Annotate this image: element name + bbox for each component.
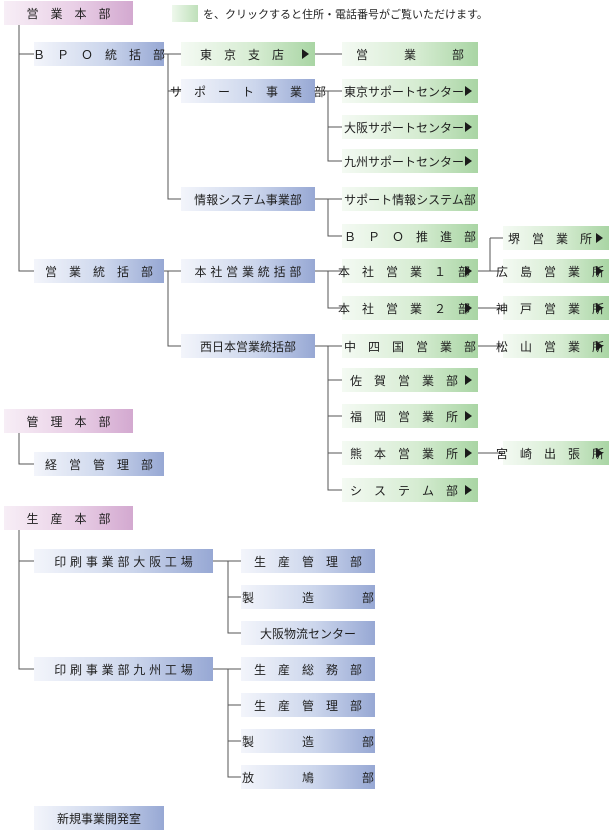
- node-kyushu-support-center[interactable]: 九州サポートセンター: [342, 149, 478, 173]
- legend-text: を、クリックすると住所・電話番号がご覧いただけます。: [203, 8, 488, 21]
- connector-kanri-spine: [18, 433, 34, 465]
- node-bpo-suishin[interactable]: Ｂ Ｐ Ｏ 推 進 部: [342, 224, 478, 248]
- node-eigyo-tokatsu: 営 業 統 括 部: [34, 259, 164, 283]
- node-tokyo-support-center[interactable]: 東京サポートセンター: [342, 79, 478, 103]
- node-kyushu-seisan-somu: 生 産 総 務 部: [241, 657, 375, 681]
- node-support-joho-system[interactable]: サポート情報システム部: [342, 187, 478, 211]
- node-tokyo-shiten[interactable]: 東 京 支 店: [181, 42, 315, 66]
- node-eigyobu[interactable]: 営 業 部: [342, 42, 478, 66]
- node-support-jigyobu: サ ポ ー ト 事 業 部: [170, 79, 326, 103]
- connector-eigyo-tokatsu-spine: [167, 271, 181, 347]
- node-kyushu-kojo: 印 刷 事 業 部 九 州 工 場: [34, 657, 213, 681]
- node-sakai-eigyosho[interactable]: 堺 営 業 所: [503, 226, 609, 250]
- node-matsuyama-eigyosho[interactable]: 松 山 営 業 所: [496, 334, 609, 358]
- node-keiei-kanri-bu: 経 営 管 理 部: [34, 452, 164, 476]
- node-shinki-jigyo-kaihatsu: 新規事業開発室: [34, 806, 164, 830]
- node-kanri-honbu: 管 理 本 部: [4, 409, 133, 433]
- connector-kyushu-kojo-spine: [227, 669, 241, 778]
- node-kyushu-seizo: 製 造 部: [241, 729, 375, 753]
- node-osaka-butsuryu-center: 大阪物流センター: [241, 621, 375, 645]
- node-kyushu-seisan-kanri: 生 産 管 理 部: [241, 693, 375, 717]
- node-system-bu[interactable]: シ ス テ ム 部: [342, 478, 478, 502]
- node-bpo-tokatsu: Ｂ Ｐ Ｏ 統 括 部: [33, 42, 165, 66]
- node-eigyo-honbu: 営 業 本 部: [4, 1, 133, 25]
- connector-support-spine: [327, 91, 342, 162]
- connector-bpo-spine: [167, 54, 181, 200]
- node-honsha-eigyo-2bu[interactable]: 本 社 営 業 ２ 部: [338, 296, 478, 320]
- node-osaka-support-center[interactable]: 大阪サポートセンター: [342, 115, 478, 139]
- node-nishinihon-eigyo-tokatsu: 西日本営業統括部: [181, 334, 315, 358]
- connector-joho-spine: [327, 199, 342, 237]
- node-saga-eigyobu[interactable]: 佐 賀 営 業 部: [342, 368, 478, 392]
- connector-1bu-spine: [489, 238, 503, 272]
- node-joho-system-jigyobu: 情報システム事業部: [181, 187, 315, 211]
- node-kyushu-hoshu: 放 鳩 部: [241, 765, 375, 789]
- node-osaka-kojo: 印 刷 事 業 部 大 阪 工 場: [34, 549, 213, 573]
- node-hiroshima-eigyosho[interactable]: 広 島 営 業 所: [496, 259, 609, 283]
- node-honsha-eigyo-1bu[interactable]: 本 社 営 業 １ 部: [338, 259, 478, 283]
- connector-osaka-kojo-spine: [227, 561, 241, 634]
- connector-eigyo-spine: [18, 25, 34, 272]
- node-kumamoto-eigyosho[interactable]: 熊 本 営 業 所: [342, 441, 478, 465]
- legend-clickable-swatch: [172, 5, 198, 22]
- node-fukuoka-eigyosho[interactable]: 福 岡 営 業 所: [342, 404, 478, 428]
- node-kobe-eigyosho[interactable]: 神 戸 営 業 所: [496, 296, 609, 320]
- connector-nishinihon-spine: [327, 346, 342, 491]
- connector-honsha-spine: [327, 271, 342, 309]
- node-honsha-eigyo-tokatsu: 本 社 営 業 統 括 部: [181, 259, 315, 283]
- node-chushikoku-eigyobu[interactable]: 中 四 国 営 業 部: [342, 334, 478, 358]
- node-seisan-honbu: 生 産 本 部: [4, 506, 133, 530]
- node-miyazaki-shutchosho[interactable]: 宮 崎 出 張 所: [496, 441, 609, 465]
- connector-seisan-spine: [18, 530, 34, 670]
- node-osaka-seizo: 製 造 部: [241, 585, 375, 609]
- node-osaka-seisan-kanri: 生 産 管 理 部: [241, 549, 375, 573]
